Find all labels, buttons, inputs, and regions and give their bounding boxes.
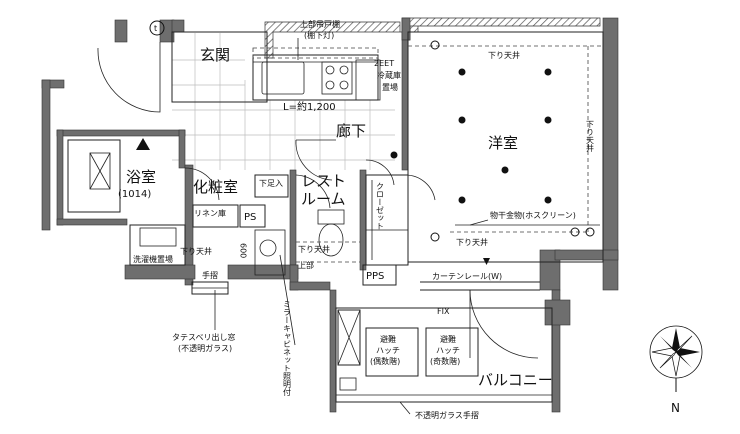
fridge-label-1: 冷蔵庫 — [377, 70, 401, 80]
room-outlines — [67, 31, 604, 403]
ps-label: PS — [244, 212, 256, 223]
room-bath: 浴室 — [126, 168, 156, 186]
window-label-1: タテスベリ出し窓 — [172, 332, 235, 342]
north-label: N — [671, 401, 680, 415]
upper-shelf-label: 上部吊戸棚 — [300, 19, 340, 29]
handrail-label: 手摺 — [202, 270, 218, 280]
room-restroom-1: レスト — [301, 172, 346, 190]
curtain-label: カーテンレール(W) — [432, 272, 502, 281]
pps-label: PPS — [366, 271, 384, 282]
light-fixtures — [136, 20, 595, 265]
doors — [97, 42, 539, 359]
drop-ceiling-top: 下り天井 — [488, 50, 520, 60]
drop-ceiling-side: 下り天井 — [586, 120, 595, 153]
fix-label: FIX — [437, 307, 450, 316]
hatch-b-3: (奇数階) — [430, 356, 460, 366]
bath-size: (1014) — [118, 189, 151, 200]
drop-ceiling-restroom: 下り天井 — [298, 244, 330, 254]
north-compass-icon — [649, 325, 703, 392]
drop-ceiling-powder: 下り天井 — [180, 246, 212, 256]
length-label: L=約1,200 — [283, 100, 336, 113]
room-restroom-2: ルーム — [301, 190, 346, 208]
room-powder: 化粧室 — [193, 178, 238, 196]
floor-tiles — [172, 33, 395, 173]
burner-label: 2EET — [374, 59, 394, 68]
room-western: 洋室 — [488, 134, 518, 152]
step-label: 下足入 — [259, 179, 283, 188]
window-label-2: (不透明ガラス) — [178, 343, 232, 353]
laundry-label: 洗濯機置場 — [133, 254, 173, 264]
room-hall: 廊下 — [336, 122, 366, 140]
dim-600: 600 — [239, 243, 248, 258]
hatch-a-2: ハッチ — [376, 346, 400, 355]
fridge-label-2: 置場 — [382, 82, 398, 92]
drop-ceiling-western: 下り天井 — [456, 237, 488, 247]
upper-part-label: 上部 — [298, 260, 314, 270]
drying-label: 物干金物(ホスクリーン) — [490, 210, 576, 220]
t-mark: t — [154, 24, 157, 33]
hatch-b-1: 避難 — [440, 334, 456, 344]
room-entrance: 玄関 — [200, 46, 230, 64]
leader-lines — [214, 38, 489, 415]
glass-rail-label: 不透明ガラス手摺 — [415, 410, 479, 420]
room-balcony: バルコニー — [478, 371, 553, 389]
hatch-a-3: (偶数階) — [370, 356, 400, 366]
linen-label: リネン庫 — [194, 208, 226, 218]
walls — [41, 17, 619, 413]
hatch-a-1: 避難 — [380, 334, 396, 344]
hatch-b-2: ハッチ — [436, 346, 460, 355]
upper-shelf-sub: (棚下灯) — [304, 30, 334, 40]
mirror-label: ミラーキャビネット照明付 — [283, 300, 292, 397]
closet-label: クローゼット — [376, 182, 385, 230]
